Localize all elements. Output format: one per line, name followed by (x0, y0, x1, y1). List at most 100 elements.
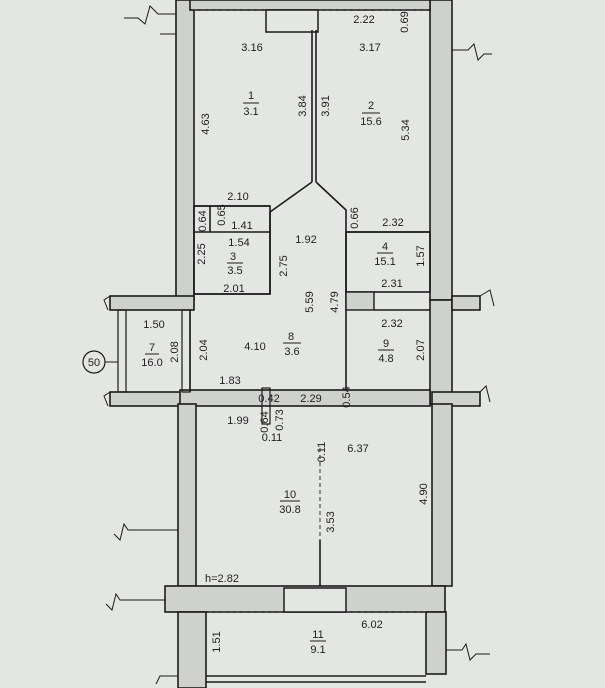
room-4-area: 3.1 (243, 106, 258, 118)
dim-2-07: 2.07 (415, 339, 427, 360)
door-stub (261, 387, 271, 425)
dim-2-32a: 2.32 (382, 217, 403, 229)
room-3-number: 3 (230, 251, 236, 263)
dim-0-11b: 0.11 (316, 442, 328, 463)
axis-marker-label: 50 (88, 357, 100, 369)
room-1-area: 16.0 (141, 357, 162, 369)
dimension-labels-vertical: 0.69 4.63 3.84 3.91 5.34 0.64 0.65 0.66 … (169, 11, 430, 652)
dim-1-83: 1.83 (219, 375, 240, 387)
break-line-left-bay (103, 391, 111, 407)
bay-left-frame (117, 309, 127, 393)
room-8-9-gap (345, 291, 375, 311)
dim-4-10: 4.10 (244, 341, 265, 353)
hall-diagonal-right (315, 181, 347, 390)
dim-2-04: 2.04 (198, 339, 210, 360)
dim-0-64b: 0.64 (259, 411, 271, 432)
dim-2-01: 2.01 (223, 283, 244, 295)
room-7-area: 15.6 (360, 116, 381, 128)
dim-5-59: 5.59 (304, 291, 316, 312)
dim-4-63: 4.63 (200, 113, 212, 134)
bay-right-frame (181, 309, 191, 393)
dim-1-99: 1.99 (227, 415, 248, 427)
dim-1-54: 1.54 (228, 237, 249, 249)
dim-3-53: 3.53 (325, 511, 337, 532)
top-window (265, 9, 319, 33)
break-lines (103, 5, 495, 685)
room-4-number: 1 (248, 90, 254, 102)
dim-3-84: 3.84 (297, 95, 309, 116)
wall-right-shelf-bottom (431, 391, 481, 407)
dim-0-42: 0.42 (258, 393, 279, 405)
wall-top-stub (189, 0, 431, 11)
dim-2-29: 2.29 (300, 393, 321, 405)
dim-4-79: 4.79 (329, 291, 341, 312)
dim-3-16: 3.16 (241, 42, 262, 54)
room-3-area: 3.5 (227, 265, 242, 277)
dim-2-31: 2.31 (381, 278, 402, 290)
dim-6-37: 6.37 (347, 443, 368, 455)
dim-1-41: 1.41 (231, 220, 252, 232)
room-7-number: 2 (368, 100, 374, 112)
dim-1-50: 1.50 (143, 319, 164, 331)
room-2-area: 3.6 (284, 346, 299, 358)
axis-marker: 50 (82, 350, 118, 374)
break-line-left-mid (103, 295, 111, 311)
wall-left-upper (175, 0, 195, 301)
wall-right-upper (429, 0, 453, 301)
room-8-box (345, 231, 431, 293)
wall-right-lower (431, 403, 453, 587)
dim-2-25: 2.25 (196, 243, 208, 264)
break-line-right-lower (479, 385, 491, 403)
wall-right-mid (429, 299, 453, 405)
dim-0-64a: 0.64 (197, 210, 209, 231)
room-8-area: 15.1 (374, 256, 395, 268)
dim-3-91: 3.91 (320, 95, 332, 116)
wall-right-shelf-top (451, 295, 481, 311)
wall-right-bottom (425, 611, 447, 675)
height-label: h=2.82 (205, 573, 239, 585)
room-2-number: 8 (288, 331, 294, 343)
dim-3-17: 3.17 (359, 42, 380, 54)
wall-left-lower (177, 403, 197, 587)
dim-0-11a: 0.11 (262, 432, 283, 444)
dimension-labels: 2.22 3.16 3.17 2.10 1.41 2.32 1.54 1.92 … (143, 14, 403, 631)
dim-5-34: 5.34 (400, 119, 412, 140)
dim-4-90: 4.90 (418, 483, 430, 504)
wall-bay-top (109, 295, 195, 311)
dim-0-73: 0.73 (274, 409, 286, 430)
dim-2-10: 2.10 (227, 191, 248, 203)
room-9-number: 9 (383, 338, 389, 350)
break-line-right-top (452, 43, 492, 61)
dim-1-57: 1.57 (415, 245, 427, 266)
dim-1-92: 1.92 (295, 234, 316, 246)
break-line-left-bottom (105, 592, 165, 611)
break-line-right-mid (479, 289, 495, 307)
wall-left-bottom (177, 611, 207, 688)
dim-2-08: 2.08 (169, 341, 181, 362)
room-labels: 1 3.1 2 15.6 3 3.5 4 15.1 7 16.0 8 3.6 9… (141, 90, 395, 656)
room-8-number: 4 (382, 241, 388, 253)
room-1-number: 7 (149, 342, 155, 354)
break-line-right-bottom (446, 642, 490, 661)
partitions (189, 30, 431, 586)
dim-0-69: 0.69 (399, 11, 411, 32)
break-line-left-lower (113, 522, 178, 541)
dim-1-51: 1.51 (211, 631, 223, 652)
room-11-area: 9.1 (310, 644, 325, 656)
openings (117, 9, 430, 683)
wall-mid-band (179, 389, 431, 407)
break-line-top-left (124, 5, 176, 25)
dim-0-54: 0.54 (341, 386, 353, 407)
dim-0-66: 0.66 (349, 207, 361, 228)
dim-2-75: 2.75 (278, 255, 290, 276)
room-11-number: 11 (312, 629, 323, 641)
room-10-number: 10 (284, 489, 296, 501)
room-10-area: 30.8 (279, 504, 300, 516)
dim-6-02: 6.02 (361, 619, 382, 631)
dim-2-22: 2.22 (353, 14, 374, 26)
dim-0-65: 0.65 (216, 204, 228, 225)
break-line-bottom-left (155, 675, 178, 685)
dim-2-32b: 2.32 (381, 318, 402, 330)
room-9-area: 4.8 (378, 353, 393, 365)
